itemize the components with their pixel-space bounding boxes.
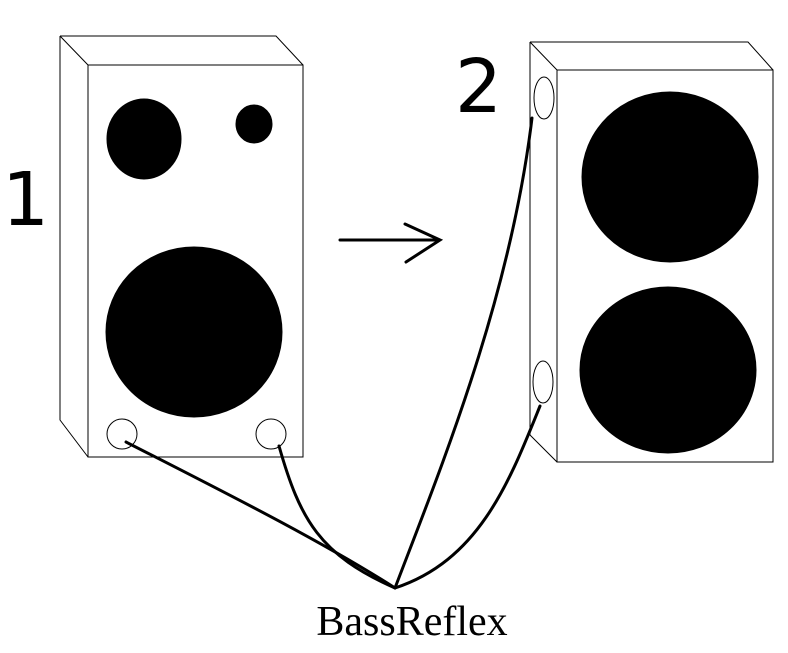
speaker-1-tweeter [235, 104, 273, 144]
speaker-2 [529, 41, 774, 463]
pointer-line-2 [277, 444, 397, 590]
speaker-2-bass-port-top [533, 76, 555, 120]
speaker-2-front-panel [556, 69, 774, 463]
speaker-1-front-panel [87, 64, 304, 458]
speaker-2-lower-woofer [579, 286, 757, 454]
speaker-2-upper-woofer [581, 91, 759, 263]
speaker-2-cabinet-back [529, 41, 774, 463]
speaker-2-label: 2 [455, 44, 502, 130]
speaker-1-cabinet-back [59, 35, 304, 458]
bass-reflex-caption: BassReflex [316, 599, 508, 645]
speaker-1-woofer [105, 246, 283, 418]
pointer-line-1 [124, 440, 397, 590]
speaker-2-bass-port-bottom [532, 360, 554, 404]
speaker-1-label: 1 [2, 157, 49, 243]
arrow-icon [338, 222, 444, 264]
speaker-1-bass-port-left [106, 418, 138, 450]
pointer-line-3 [393, 116, 534, 590]
pointer-line-4 [393, 404, 542, 590]
bass-reflex-pointer-lines [124, 116, 542, 590]
speaker-1-bass-port-right [255, 418, 287, 450]
speaker-1-midrange-driver [106, 98, 182, 180]
speaker-1 [59, 35, 304, 458]
